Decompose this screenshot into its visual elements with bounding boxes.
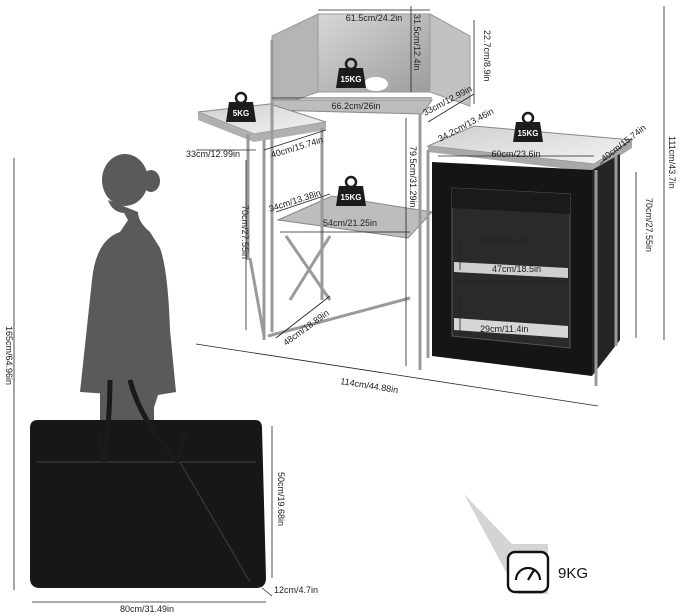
dim-total-width: 114cm/44.88in <box>340 376 399 395</box>
total-weight-label: 9KG <box>558 565 588 582</box>
weight-icon-left-table: 5KG <box>226 91 256 122</box>
load-label-mid-shelf: 15KG <box>341 193 362 202</box>
dim-bag-thickness: 12cm/4.7in <box>274 585 318 595</box>
load-label-left-table: 5KG <box>233 109 249 118</box>
dim-bag-height: 50cm/19.68in <box>276 472 286 526</box>
dimension-lines <box>13 6 665 603</box>
weight-icon-windscreen: 15KG <box>336 57 366 88</box>
weight-icon-mid-shelf: 15KG <box>336 175 366 206</box>
weight-icon-cupboard: 15KG <box>513 111 543 142</box>
dim-total-height: 111cm/43.7in <box>667 136 677 189</box>
dim-right-leg-height: 70cm/27.55in <box>644 198 654 252</box>
dim-mid-shelf-width: 54cm/21.25in <box>323 218 377 228</box>
dim-left-table-depth: 33cm/12.99in <box>186 149 240 159</box>
dim-cupboard-shelf-upper: 29cm/11.4in <box>480 235 528 245</box>
dim-bag-width: 80cm/31.49in <box>120 604 174 614</box>
dim-left-table-width: 40cm/15.74in <box>270 135 325 160</box>
load-label-windscreen: 15KG <box>341 75 362 84</box>
scale-icon <box>506 550 550 594</box>
load-label-cupboard: 15KG <box>518 129 539 138</box>
dim-cupboard-shelf-lower: 29cm/11.4in <box>480 324 528 334</box>
dim-top-shelf-width: 66.2cm/26in <box>331 101 380 111</box>
dim-windscreen-width: 61.5cm/24.2in <box>346 13 403 23</box>
dim-cupboard-top-width: 60cm/23.6in <box>491 149 540 159</box>
dim-left-leg-height: 70cm/27.55in <box>240 205 250 259</box>
dim-cupboard-shelf-width: 47cm/18.5in <box>492 264 541 274</box>
weight-badge: 9KG <box>464 494 588 594</box>
storage-bag <box>30 379 266 588</box>
dim-windscreen-side-height: 22.7cm/8.9in <box>482 30 492 82</box>
dim-person-height: 165cm/64.96in <box>4 326 14 385</box>
dim-mid-shelf-height: 79.5cm/31.29in <box>408 146 418 208</box>
dim-windscreen-height: 31.5cm/12.4in <box>412 14 422 71</box>
